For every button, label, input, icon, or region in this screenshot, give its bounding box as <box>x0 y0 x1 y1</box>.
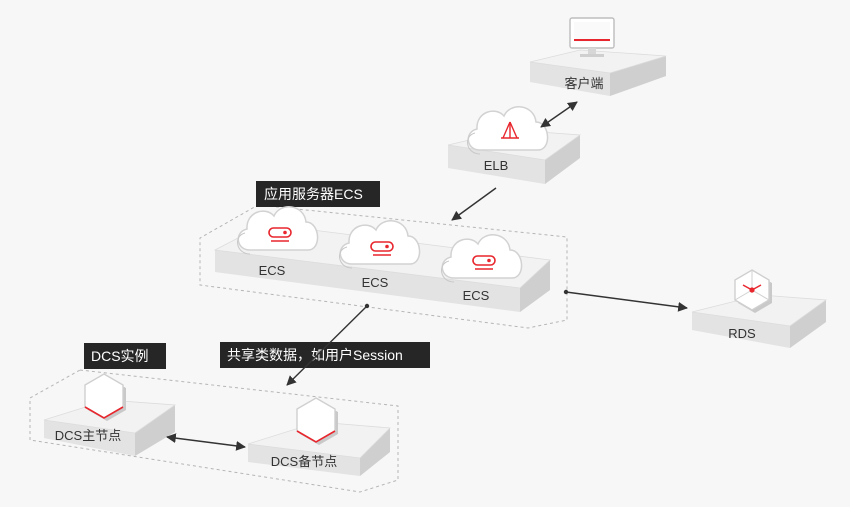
dcs-group-label: DCS实例 <box>91 348 149 364</box>
rds-node[interactable]: RDS <box>691 269 828 348</box>
dcs-master-node[interactable]: DCS主节点 <box>43 373 177 456</box>
client-label: 客户端 <box>564 76 603 91</box>
client-node[interactable]: 客户端 <box>529 17 667 96</box>
shared-data-label: 共享类数据，如用户Session <box>227 347 403 363</box>
dcs-standby-label: DCS备节点 <box>271 454 337 469</box>
ecs-group-label: 应用服务器ECS <box>264 186 363 202</box>
ecs-rds-connector <box>565 291 688 312</box>
elb-node[interactable]: ELB <box>447 106 582 184</box>
elb-ecs-connector <box>451 187 497 221</box>
dcs-group-outline <box>29 369 399 493</box>
ecs-group-outline <box>199 204 568 329</box>
cache-hexagon-icon <box>296 397 339 446</box>
monitor-icon <box>569 17 615 57</box>
rds-label: RDS <box>728 326 756 341</box>
dcs-group-tag: DCS实例 <box>84 343 166 369</box>
server-cloud-icon <box>440 234 523 283</box>
dcs-replication-connector <box>166 433 246 451</box>
cache-hexagon-icon <box>84 373 127 422</box>
database-hexagon-icon <box>734 269 772 313</box>
ecs-label-1: ECS <box>259 263 286 278</box>
dcs-standby-node[interactable]: DCS备节点 <box>247 397 391 476</box>
server-cloud-icon <box>236 206 319 255</box>
ecs-node-1[interactable]: ECS <box>236 206 319 278</box>
ecs-node-2[interactable]: ECS <box>338 220 421 290</box>
load-balancer-cloud-icon <box>466 106 549 155</box>
ecs-label-2: ECS <box>362 275 389 290</box>
server-cloud-icon <box>338 220 421 269</box>
dcs-master-label: DCS主节点 <box>55 428 121 443</box>
ecs-label-3: ECS <box>463 288 490 303</box>
client-elb-connector <box>540 101 578 128</box>
ecs-dcs-connector <box>286 305 368 386</box>
elb-label: ELB <box>484 158 509 173</box>
ecs-group-tag: 应用服务器ECS <box>256 181 380 207</box>
shared-data-tag: 共享类数据，如用户Session <box>220 342 430 368</box>
ecs-node-3[interactable]: ECS <box>440 234 523 303</box>
